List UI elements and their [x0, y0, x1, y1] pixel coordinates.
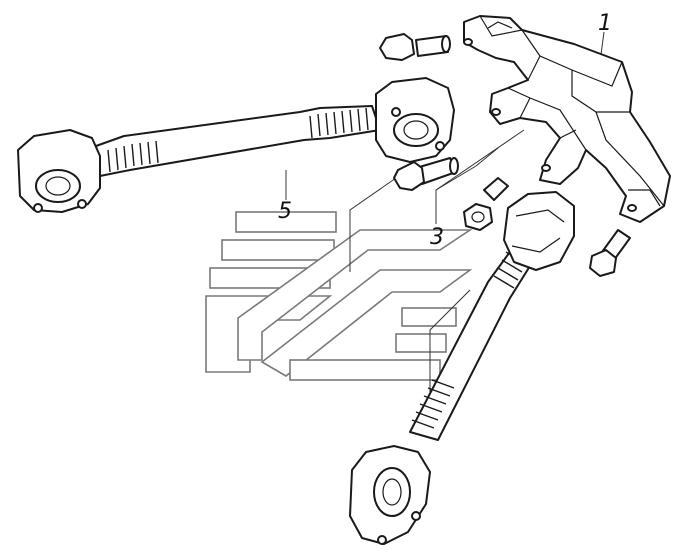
- bracket-hole: [627, 204, 637, 212]
- bracket-edge: [571, 70, 630, 113]
- watermark-bar: [235, 211, 337, 233]
- rod-bushing-inner: [45, 176, 71, 196]
- nut-body: [463, 203, 493, 231]
- bracket-edge: [519, 97, 531, 119]
- rod-shaft: [95, 105, 381, 177]
- torque-rod-upper: [17, 77, 455, 213]
- nut-hole: [471, 211, 485, 223]
- bracket-part: [463, 15, 671, 223]
- bracket-edge: [527, 55, 541, 81]
- rod-bolt-hole: [391, 107, 401, 117]
- callout-1: 1: [598, 11, 612, 36]
- bolt-shank: [483, 177, 509, 201]
- bolt-tip: [449, 157, 459, 175]
- bracket-edge: [507, 87, 587, 151]
- bracket-edge: [559, 129, 577, 139]
- rod-ribs-right: [309, 107, 369, 139]
- rod-eye-detail: [511, 209, 565, 253]
- rod-bolt-hole: [411, 511, 421, 521]
- bolt-small: [483, 177, 509, 201]
- bolt-lower-right: [589, 229, 631, 277]
- rod-bolt-hole: [377, 535, 387, 545]
- bolt-head: [393, 161, 425, 191]
- bolt-head: [589, 249, 617, 277]
- rod-bolt-hole: [77, 199, 87, 209]
- leader-line-lower: [429, 289, 471, 400]
- torque-rod-lower: [349, 191, 575, 545]
- bracket-edge: [479, 15, 523, 37]
- watermark-bar: [221, 239, 335, 261]
- watermark-shape: [237, 229, 473, 361]
- bracket-body: [463, 15, 671, 223]
- bracket-hole: [463, 38, 473, 46]
- rod-bolt-hole: [33, 203, 43, 213]
- watermark-bar: [395, 333, 447, 353]
- bolt-middle: [393, 157, 459, 191]
- bolt-tip: [441, 35, 451, 53]
- leader-line-3: [435, 147, 499, 224]
- rod-bushing-bottom: [373, 467, 411, 517]
- callout-3: 3: [430, 225, 444, 250]
- watermark-bar: [289, 359, 441, 381]
- rod-ribs-top: [493, 243, 531, 289]
- bolt-top: [379, 33, 451, 61]
- rod-bushing-left: [35, 169, 81, 203]
- leader-line-3b: [435, 129, 525, 191]
- bracket-edge: [628, 189, 661, 207]
- bolt-head: [379, 33, 415, 61]
- rod-bushing-inner: [403, 120, 429, 140]
- rod-bolt-hole: [435, 141, 445, 151]
- rod-bushing-inner: [382, 478, 402, 506]
- watermark-shape: [260, 269, 473, 377]
- bracket-hole: [541, 164, 551, 172]
- rod-ribs-left: [107, 140, 159, 173]
- nut: [463, 203, 493, 231]
- bracket-edge: [487, 21, 513, 29]
- leader-line-center: [349, 177, 397, 272]
- bracket-edge: [595, 111, 665, 207]
- rod-eye-top: [503, 191, 575, 271]
- watermark-logo: [205, 211, 473, 381]
- rod-ribs-bottom: [411, 379, 455, 429]
- bracket-hole: [491, 108, 501, 116]
- rod-bushing-right: [393, 113, 439, 147]
- callout-5: 5: [278, 199, 292, 224]
- watermark-bar: [401, 307, 457, 327]
